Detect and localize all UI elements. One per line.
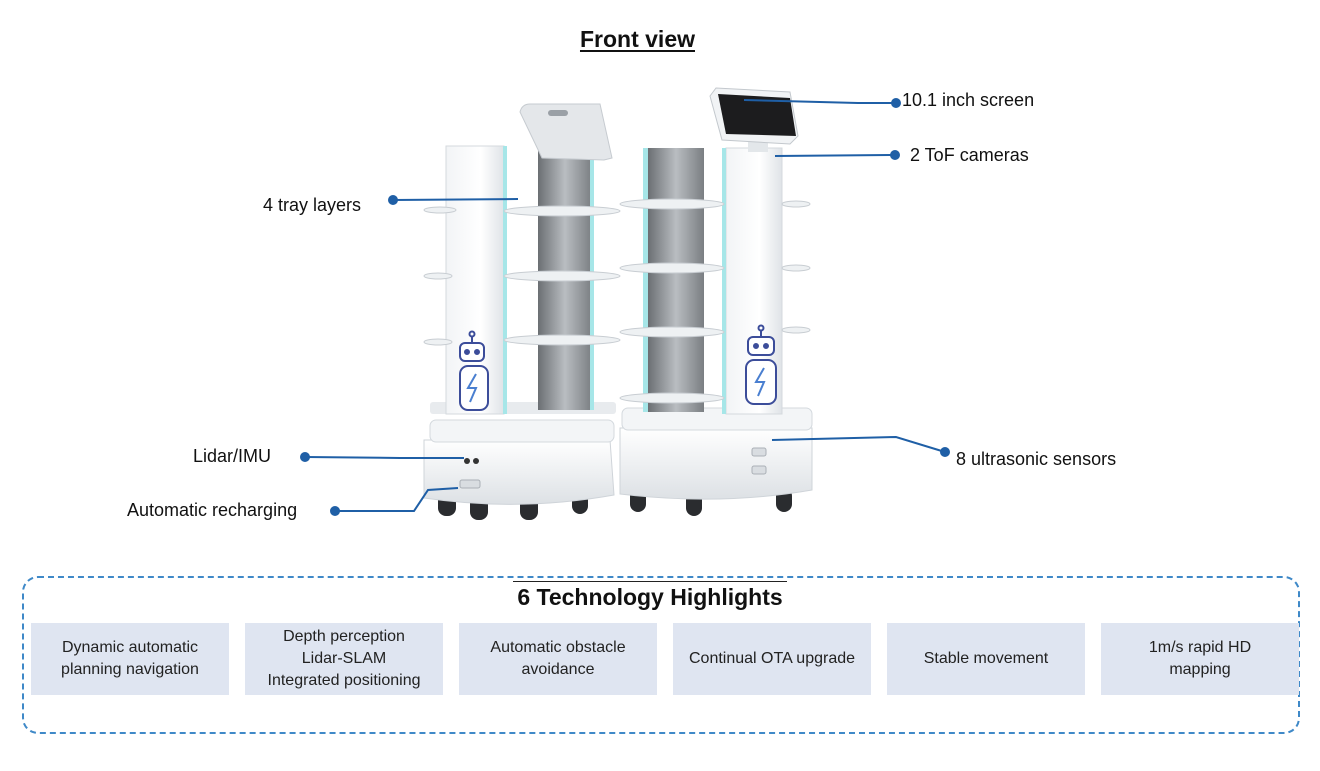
callout-tray-layers: 4 tray layers [263, 195, 362, 215]
highlight-card: Depth perception Lidar-SLAM Integrated p… [245, 623, 443, 695]
callout-tof-cameras: 2 ToF cameras [910, 145, 1029, 165]
callout-lines [300, 98, 950, 516]
robot-rear [423, 103, 621, 520]
highlights-title-rule [513, 581, 787, 582]
highlight-card: Dynamic automatic planning navigation [31, 623, 229, 695]
highlights-panel [22, 576, 1300, 734]
highlight-card: Automatic obstacle avoidance [459, 623, 657, 695]
callout-screen: 10.1 inch screen [902, 90, 1035, 110]
highlights-title: 6 Technology Highlights [517, 584, 783, 610]
callout-recharging: Automatic recharging [127, 500, 298, 520]
highlight-card: Stable movement [887, 623, 1085, 695]
robot-mascot-icon [745, 324, 777, 405]
robot-front [619, 87, 813, 516]
highlight-card: Continual OTA upgrade [673, 623, 871, 695]
robot-mascot-icon [459, 330, 489, 411]
highlight-card: 1m/s rapid HD mapping [1101, 623, 1299, 695]
page-title: Front view [579, 26, 695, 52]
callout-ultrasonic-sensors: 8 ultrasonic sensors [956, 449, 1117, 469]
callout-lidar-imu: Lidar/IMU [193, 446, 272, 466]
highlight-cards: Dynamic automatic planning navigation De… [31, 623, 1299, 695]
